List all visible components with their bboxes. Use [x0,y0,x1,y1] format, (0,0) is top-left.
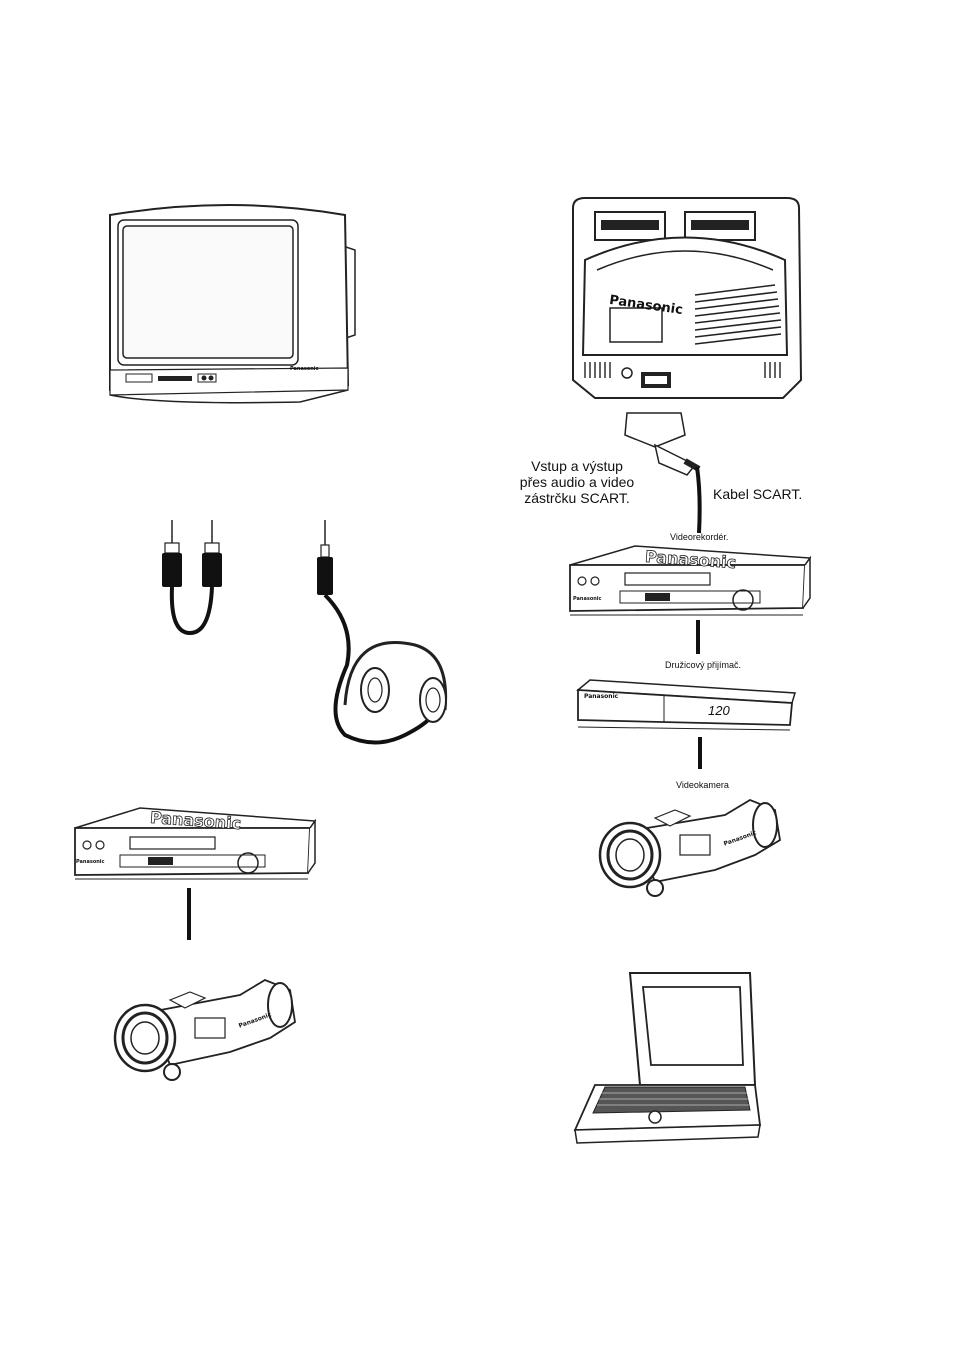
tv-rear-illustration: Panasonic [565,190,805,410]
camcorder-left-illustration: Panasonic [110,970,300,1085]
vcr-label: Videorekordér. [670,532,728,543]
camcorder-right-illustration: Panasonic [595,790,785,900]
satellite-display: 120 [708,703,730,718]
vcr-to-camcorder-cable [185,888,193,943]
tv-brand-logo: Panasonic [290,366,319,372]
vcr-left-brand-logo: Panasonic [76,859,105,865]
vcr-left-illustration: Panasonic Panasonic [70,803,320,888]
vcr-right-brand-logo: Panasonic [573,596,602,602]
satellite-brand-logo: Panasonic [584,693,618,700]
laptop-illustration [565,965,765,1150]
vcr-to-satellite-cable [694,620,702,656]
satellite-to-camcorder-cable [696,737,704,773]
satellite-receiver-illustration: Panasonic 120 [570,675,800,735]
scart-cable-label: Kabel SCART. [713,486,802,502]
headphones-illustration [305,515,465,750]
rca-cable-illustration [150,515,240,645]
scart-input-label: Vstup a výstup přes audio a video zástrč… [502,458,652,506]
vcr-right-illustration: Panasonic Panasonic [565,543,815,623]
satellite-label: Družicový přijímač. [665,660,741,671]
tv-front-illustration: Panasonic [100,190,360,415]
